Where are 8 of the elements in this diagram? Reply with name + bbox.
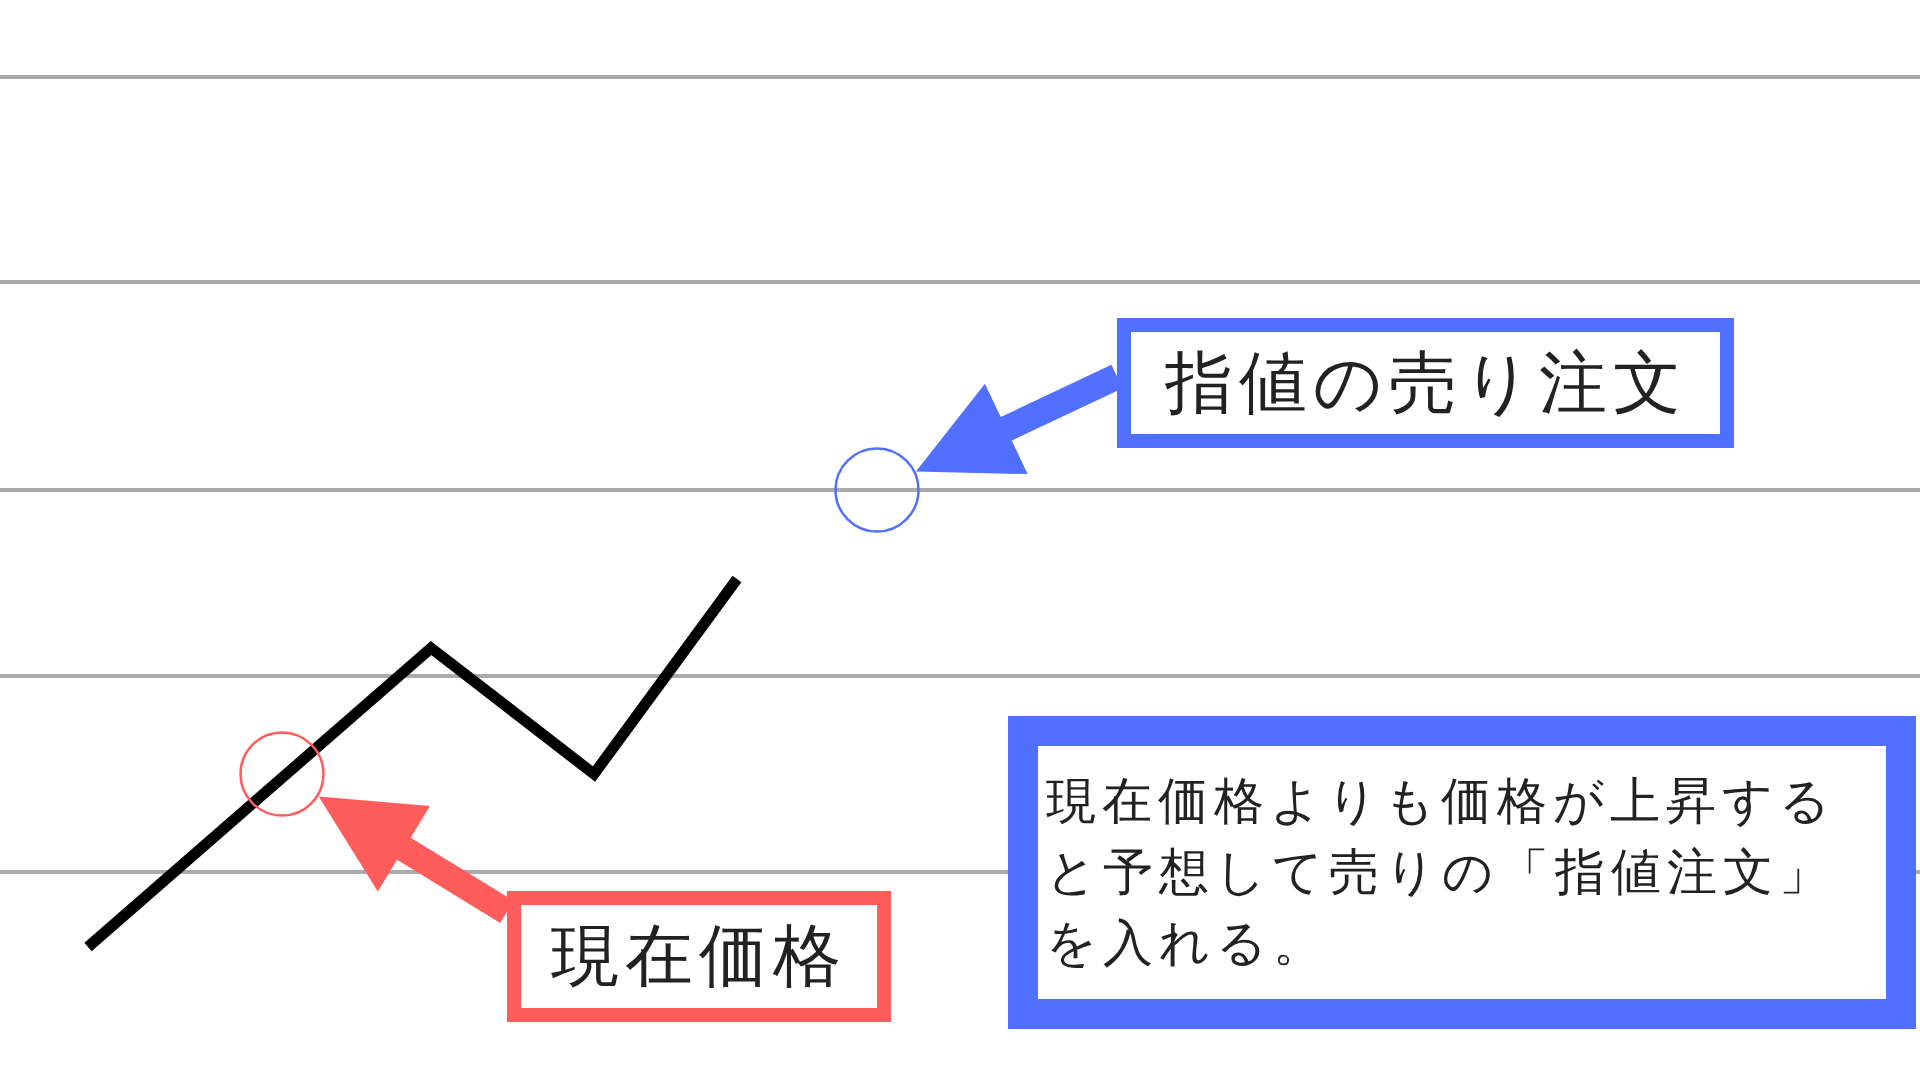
price-label-box <box>507 891 891 1022</box>
explanation-text: 現在価格よりも価格が上昇すると予想して売りの「指値注文」を入れる。 <box>1046 771 1836 974</box>
label-text: 指値の売り注文 <box>1164 345 1687 421</box>
order-label-box <box>1117 318 1734 448</box>
marker-circle <box>239 731 325 817</box>
marker-circle <box>834 447 920 533</box>
explanation-box <box>1008 716 1916 1029</box>
label-text: 現在価格 <box>551 919 847 994</box>
